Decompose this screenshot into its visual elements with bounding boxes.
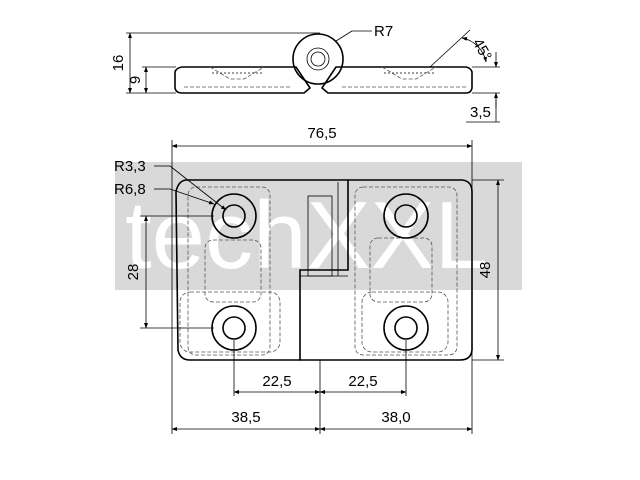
side-view-right-leaf — [320, 66, 473, 94]
top-view: 76,5 48 28 R3,3 R6,8 22,5 22,5 38,5 3 — [114, 125, 504, 434]
dim-hole-radius: R3,3 — [114, 158, 146, 175]
watermark: techXXL — [115, 162, 522, 290]
hinge-outline — [175, 179, 349, 361]
dim-hole-spacing-vertical: 28 — [125, 264, 142, 281]
dim-leaf-width-right: 38,0 — [381, 409, 410, 426]
dim-boss-radius: R6,8 — [114, 181, 146, 198]
dim-plate-thickness: 3,5 — [470, 104, 491, 121]
dim-overall-width: 76,5 — [307, 125, 336, 142]
dim-hole-offset-left: 22,5 — [262, 373, 291, 390]
dim-side-height-leaf: 9 — [127, 76, 144, 84]
watermark-text: techXXL — [125, 182, 488, 289]
side-view-left-leaf — [174, 66, 312, 94]
knuckle-pin — [306, 47, 330, 71]
knuckle-outline — [292, 33, 344, 85]
watermark-panel — [115, 162, 522, 290]
dim-leaf-width-left: 38,5 — [231, 409, 260, 426]
side-view: 16 9 R7 45° 3,5 — [110, 23, 500, 123]
dim-knuckle-radius: R7 — [374, 23, 393, 40]
dim-countersink-angle: 45° — [469, 36, 495, 64]
dim-hole-offset-right: 22,5 — [348, 373, 377, 390]
hole-top-right — [383, 193, 429, 239]
dim-side-height-total: 16 — [110, 55, 127, 72]
dim-overall-height: 48 — [477, 262, 494, 279]
